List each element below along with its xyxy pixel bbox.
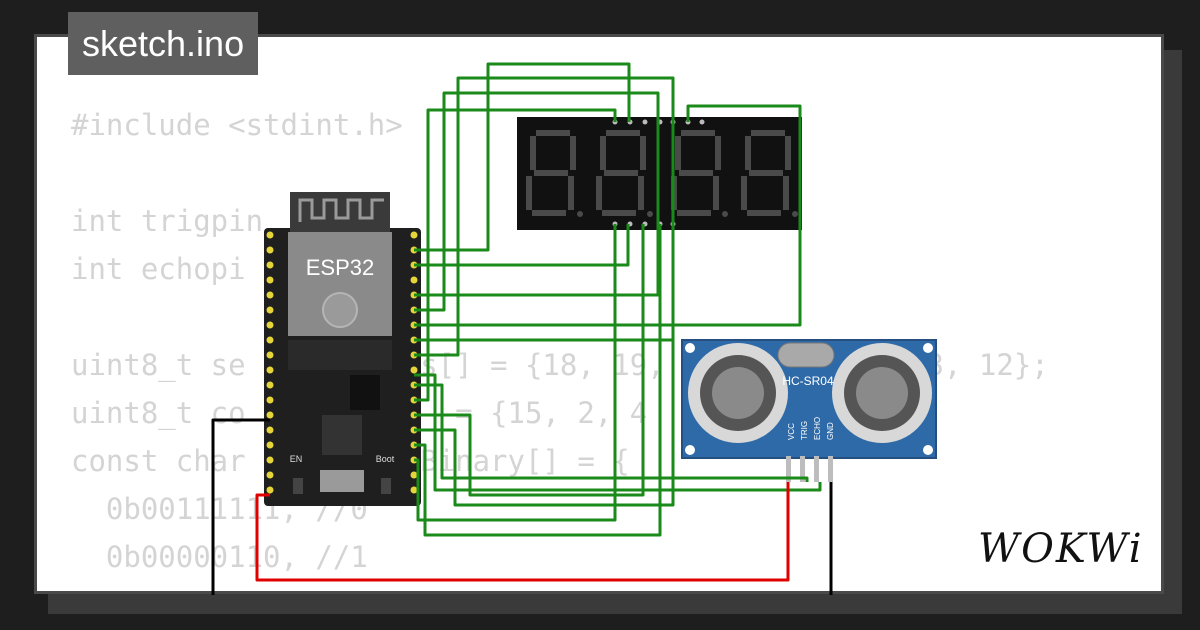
wokwi-logo: WOKWi [978, 526, 1144, 572]
code-line: 0b01011011, //2 [71, 581, 1049, 591]
en-label: EN [290, 454, 303, 464]
sensor-pin-echo: ECHO [813, 417, 822, 440]
en-button[interactable] [293, 478, 303, 494]
sensor-pin-vcc: VCC [787, 423, 796, 440]
code-line: int echopi [71, 252, 246, 286]
esp32-label: ESP32 [306, 255, 375, 280]
espressif-logo-icon [322, 292, 358, 328]
code-line: int trigpin [71, 204, 264, 238]
code-line: #include <stdint.h> [71, 108, 403, 142]
file-tab[interactable]: sketch.ino [68, 12, 259, 75]
boot-button[interactable] [381, 478, 391, 494]
wires [211, 62, 833, 595]
code-line: uint8_t se s[] = {18, 19, 13, 12}; [71, 348, 1049, 382]
code-line: 0b00000110, //1 [71, 540, 368, 574]
sensor-pin-gnd: GND [826, 422, 835, 440]
sensor-pin-trig: TRIG [800, 421, 809, 440]
hc-sr04-sensor[interactable]: HC-SR04 VCC TRIG ECHO GND [681, 339, 937, 482]
esp32-board[interactable]: ESP32 EN Boot [264, 192, 421, 506]
boot-label: Boot [376, 454, 395, 464]
usb-port-icon [320, 470, 364, 492]
sensor-label: HC-SR04 [782, 374, 834, 388]
code-line: uint8_t co = {15, 2, 4 [71, 396, 648, 430]
